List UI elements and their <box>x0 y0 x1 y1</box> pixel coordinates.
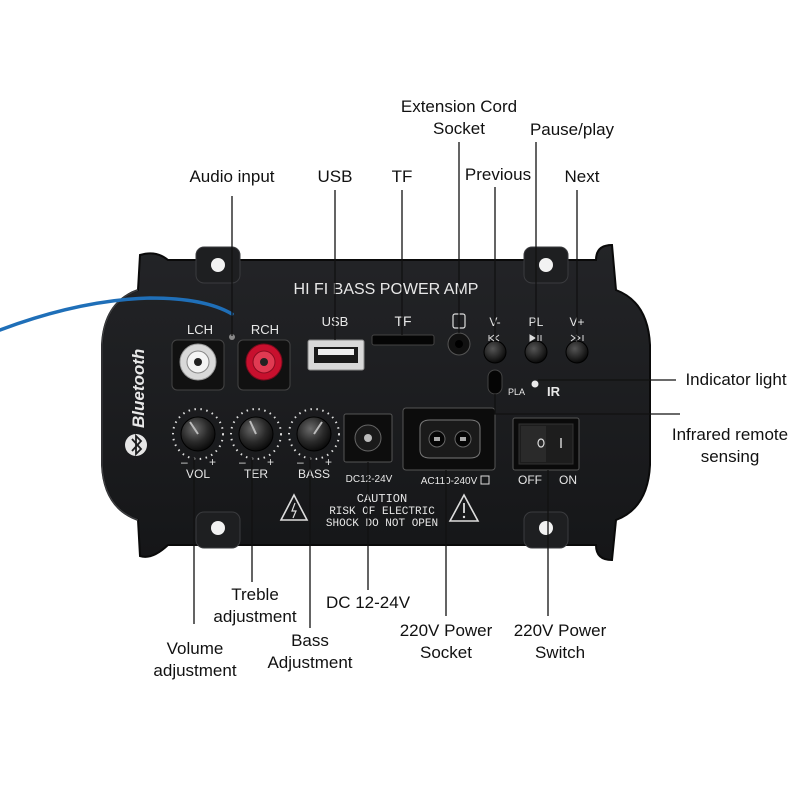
audio-input-cable <box>0 296 234 332</box>
callout-line: Treble <box>231 585 279 604</box>
callout-tf: TF <box>391 167 413 186</box>
leader-infrared <box>494 394 680 415</box>
bluetooth-label: Bluetooth <box>129 349 148 428</box>
callout-line: 220V Power <box>513 621 607 640</box>
tf-card-slot[interactable] <box>371 334 435 346</box>
tf-label: TF <box>394 313 411 329</box>
callout-power-socket: 220V Power Socket <box>394 620 498 664</box>
switch-on-label: ON <box>559 473 577 487</box>
callout-line: sensing <box>700 447 760 466</box>
rch-label: RCH <box>251 322 279 337</box>
volume-knob[interactable] <box>172 408 224 460</box>
callout-pause-play: Pause/play <box>529 120 615 139</box>
dc-label: DC12-24V <box>346 474 393 485</box>
callout-treble-adjustment: Treble adjustment <box>200 584 310 628</box>
callout-bass-adjustment: Bass Adjustment <box>258 630 362 674</box>
mounting-tab-bottom-left <box>195 511 241 549</box>
callout-line: adjustment <box>153 661 237 680</box>
callout-previous: Previous <box>464 165 532 184</box>
callout-extension-cord-socket: Extension Cord Socket <box>392 96 526 140</box>
power-switch[interactable] <box>512 417 580 471</box>
callout-line: adjustment <box>213 607 297 626</box>
callout-line: Switch <box>534 643 586 662</box>
vol-label: VOL <box>186 467 210 481</box>
mounting-tab-top-right <box>523 246 569 284</box>
callout-indicator-light: Indicator light <box>685 370 787 389</box>
rca-left-jack[interactable] <box>171 339 225 391</box>
callout-line: Socket <box>420 643 472 662</box>
double-insulation-mark <box>480 475 490 485</box>
svg-text:–: – <box>239 455 246 469</box>
ir-sensor <box>487 369 503 395</box>
callout-line: Volume <box>166 639 224 658</box>
callout-dc-12-24v: DC 12-24V <box>325 593 411 612</box>
dc-power-jack[interactable] <box>343 413 393 463</box>
rca-right-jack[interactable] <box>237 339 291 391</box>
audio-input-pin <box>229 334 235 340</box>
caution-line-1: CAUTION <box>357 492 407 506</box>
callout-line: Bass <box>291 631 329 650</box>
caution-line-3: SHOCK DO NOT OPEN <box>326 518 438 530</box>
bluetooth-icon <box>131 433 143 457</box>
knob-minus-plus-marks: – + – + – + <box>181 455 332 469</box>
callout-audio-input: Audio input <box>189 167 275 186</box>
lch-label: LCH <box>187 322 213 337</box>
warning-triangle-left-icon <box>279 493 309 521</box>
bluetooth-brand: Bluetooth <box>125 349 148 457</box>
svg-text:+: + <box>325 455 332 469</box>
play-pause-icon <box>529 334 542 342</box>
usb-port[interactable] <box>307 339 365 371</box>
ac-label: AC110-240V <box>421 476 478 487</box>
callout-usb: USB <box>317 167 353 186</box>
mounting-tab-bottom-right <box>523 511 569 549</box>
callout-line: Adjustment <box>267 653 353 672</box>
pla-label: PLA <box>508 387 525 397</box>
svg-text:–: – <box>297 455 304 469</box>
leader-lines <box>193 142 680 628</box>
switch-off-label: OFF <box>518 473 542 487</box>
svg-text:–: – <box>181 455 188 469</box>
callout-line: Socket <box>433 119 485 138</box>
ir-label: IR <box>547 384 561 399</box>
callout-line: Extension Cord <box>400 97 518 116</box>
caution-line-2: RISK OF ELECTRIC <box>329 506 435 518</box>
callout-power-switch: 220V Power Switch <box>508 620 612 664</box>
ter-label: TER <box>244 467 268 481</box>
svg-text:+: + <box>209 455 216 469</box>
treble-knob[interactable] <box>230 408 282 460</box>
bass-label: BASS <box>298 467 330 481</box>
mounting-tab-top-left <box>195 246 241 284</box>
ac-power-socket[interactable] <box>402 407 496 471</box>
indicator-led <box>531 380 539 388</box>
callout-infrared-remote-sensing: Infrared remote sensing <box>662 424 798 468</box>
bass-knob[interactable] <box>288 408 340 460</box>
callout-line: Infrared remote <box>671 425 789 444</box>
callout-next: Next <box>564 167 600 186</box>
svg-text:+: + <box>267 455 274 469</box>
switch-off-glyph <box>537 438 545 448</box>
panel-title: HI FI BASS POWER AMP <box>294 281 479 298</box>
callout-volume-adjustment: Volume adjustment <box>140 638 250 682</box>
callout-line: 220V Power <box>399 621 493 640</box>
warning-triangle-right-icon <box>448 493 480 522</box>
